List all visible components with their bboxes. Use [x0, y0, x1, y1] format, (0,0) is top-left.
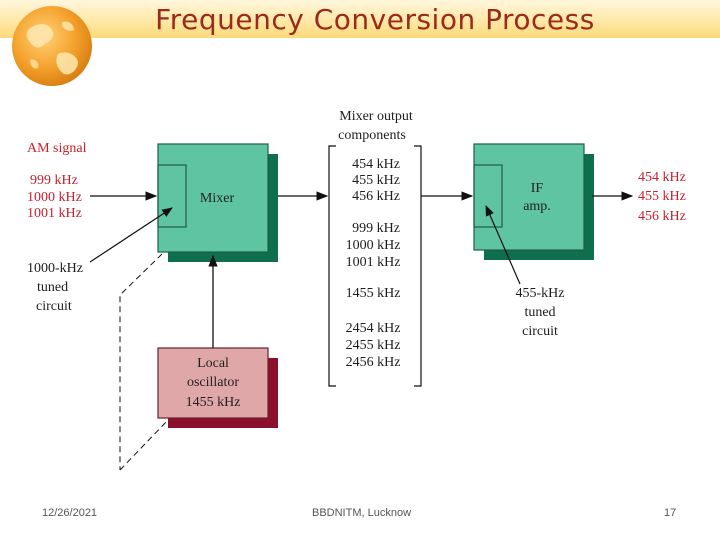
output-freq-2: 455 kHz: [638, 189, 686, 204]
if-amp-box: [473, 143, 585, 251]
tuned-right-line2: tuned: [524, 305, 555, 320]
mixer-input-tuner: [157, 164, 187, 228]
component-454: 454 kHz: [352, 157, 400, 172]
local-oscillator-block: Local oscillator 1455 kHz: [157, 347, 278, 428]
component-2456: 2456 kHz: [346, 355, 401, 370]
tuned-left-line1: 1000-kHz: [27, 261, 83, 276]
components-bracket-right: [414, 145, 422, 387]
tuned-left-line2: tuned: [37, 280, 68, 295]
mixer-label: Mixer: [200, 191, 235, 206]
component-456: 456 kHz: [352, 189, 400, 204]
component-999: 999 kHz: [352, 221, 400, 236]
component-455: 455 kHz: [352, 173, 400, 188]
oscillator-label-line3: 1455 kHz: [186, 395, 241, 410]
component-1455: 1455 kHz: [346, 286, 401, 301]
footer-institute: BBDNITM, Lucknow: [312, 507, 412, 519]
output-freq-3: 456 kHz: [638, 209, 686, 224]
slide-title: Frequency Conversion Process: [155, 3, 595, 36]
globe-icon: [12, 6, 92, 86]
components-bracket-left: [328, 145, 336, 387]
if-amp-block: IF amp.: [473, 143, 594, 260]
gang-tuning-dashed-1: [119, 253, 163, 470]
gang-tuning-dashed-2: [119, 419, 169, 471]
mixer-block: Mixer: [157, 143, 278, 262]
am-signal-heading: AM signal: [27, 141, 87, 156]
oscillator-label-line2: oscillator: [187, 375, 239, 390]
if-amp-input-tuner: [473, 164, 503, 228]
footer-date: 12/26/2021: [42, 507, 98, 519]
mixer-output-heading-line2: components: [338, 128, 406, 143]
am-freq-3: 1001 kHz: [27, 206, 82, 221]
am-freq-2: 1000 kHz: [27, 190, 82, 205]
output-freq-1: 454 kHz: [638, 170, 686, 185]
oscillator-box: [157, 347, 269, 419]
if-amp-label-line2: amp.: [523, 199, 551, 214]
footer-page-number: 17: [664, 507, 677, 519]
component-1001: 1001 kHz: [346, 255, 401, 270]
am-freq-1: 999 kHz: [30, 173, 78, 188]
if-amp-label-line1: IF: [531, 181, 544, 196]
oscillator-label-line1: Local: [197, 356, 229, 371]
tuned-right-pointer: [485, 205, 521, 285]
component-2455: 2455 kHz: [346, 338, 401, 353]
mixer-output-heading-line1: Mixer output: [339, 109, 413, 124]
title-bar: [0, 0, 720, 38]
tuned-left-pointer: [89, 207, 173, 263]
component-2454: 2454 kHz: [346, 321, 401, 336]
component-1000: 1000 kHz: [346, 238, 401, 253]
tuned-right-line1: 455-kHz: [516, 286, 565, 301]
mixer-output-components: 454 kHz 455 kHz 456 kHz 999 kHz 1000 kHz…: [346, 157, 401, 370]
tuned-right-line3: circuit: [522, 324, 558, 339]
tuned-left-line3: circuit: [36, 299, 72, 314]
mixer-box: [157, 143, 269, 253]
